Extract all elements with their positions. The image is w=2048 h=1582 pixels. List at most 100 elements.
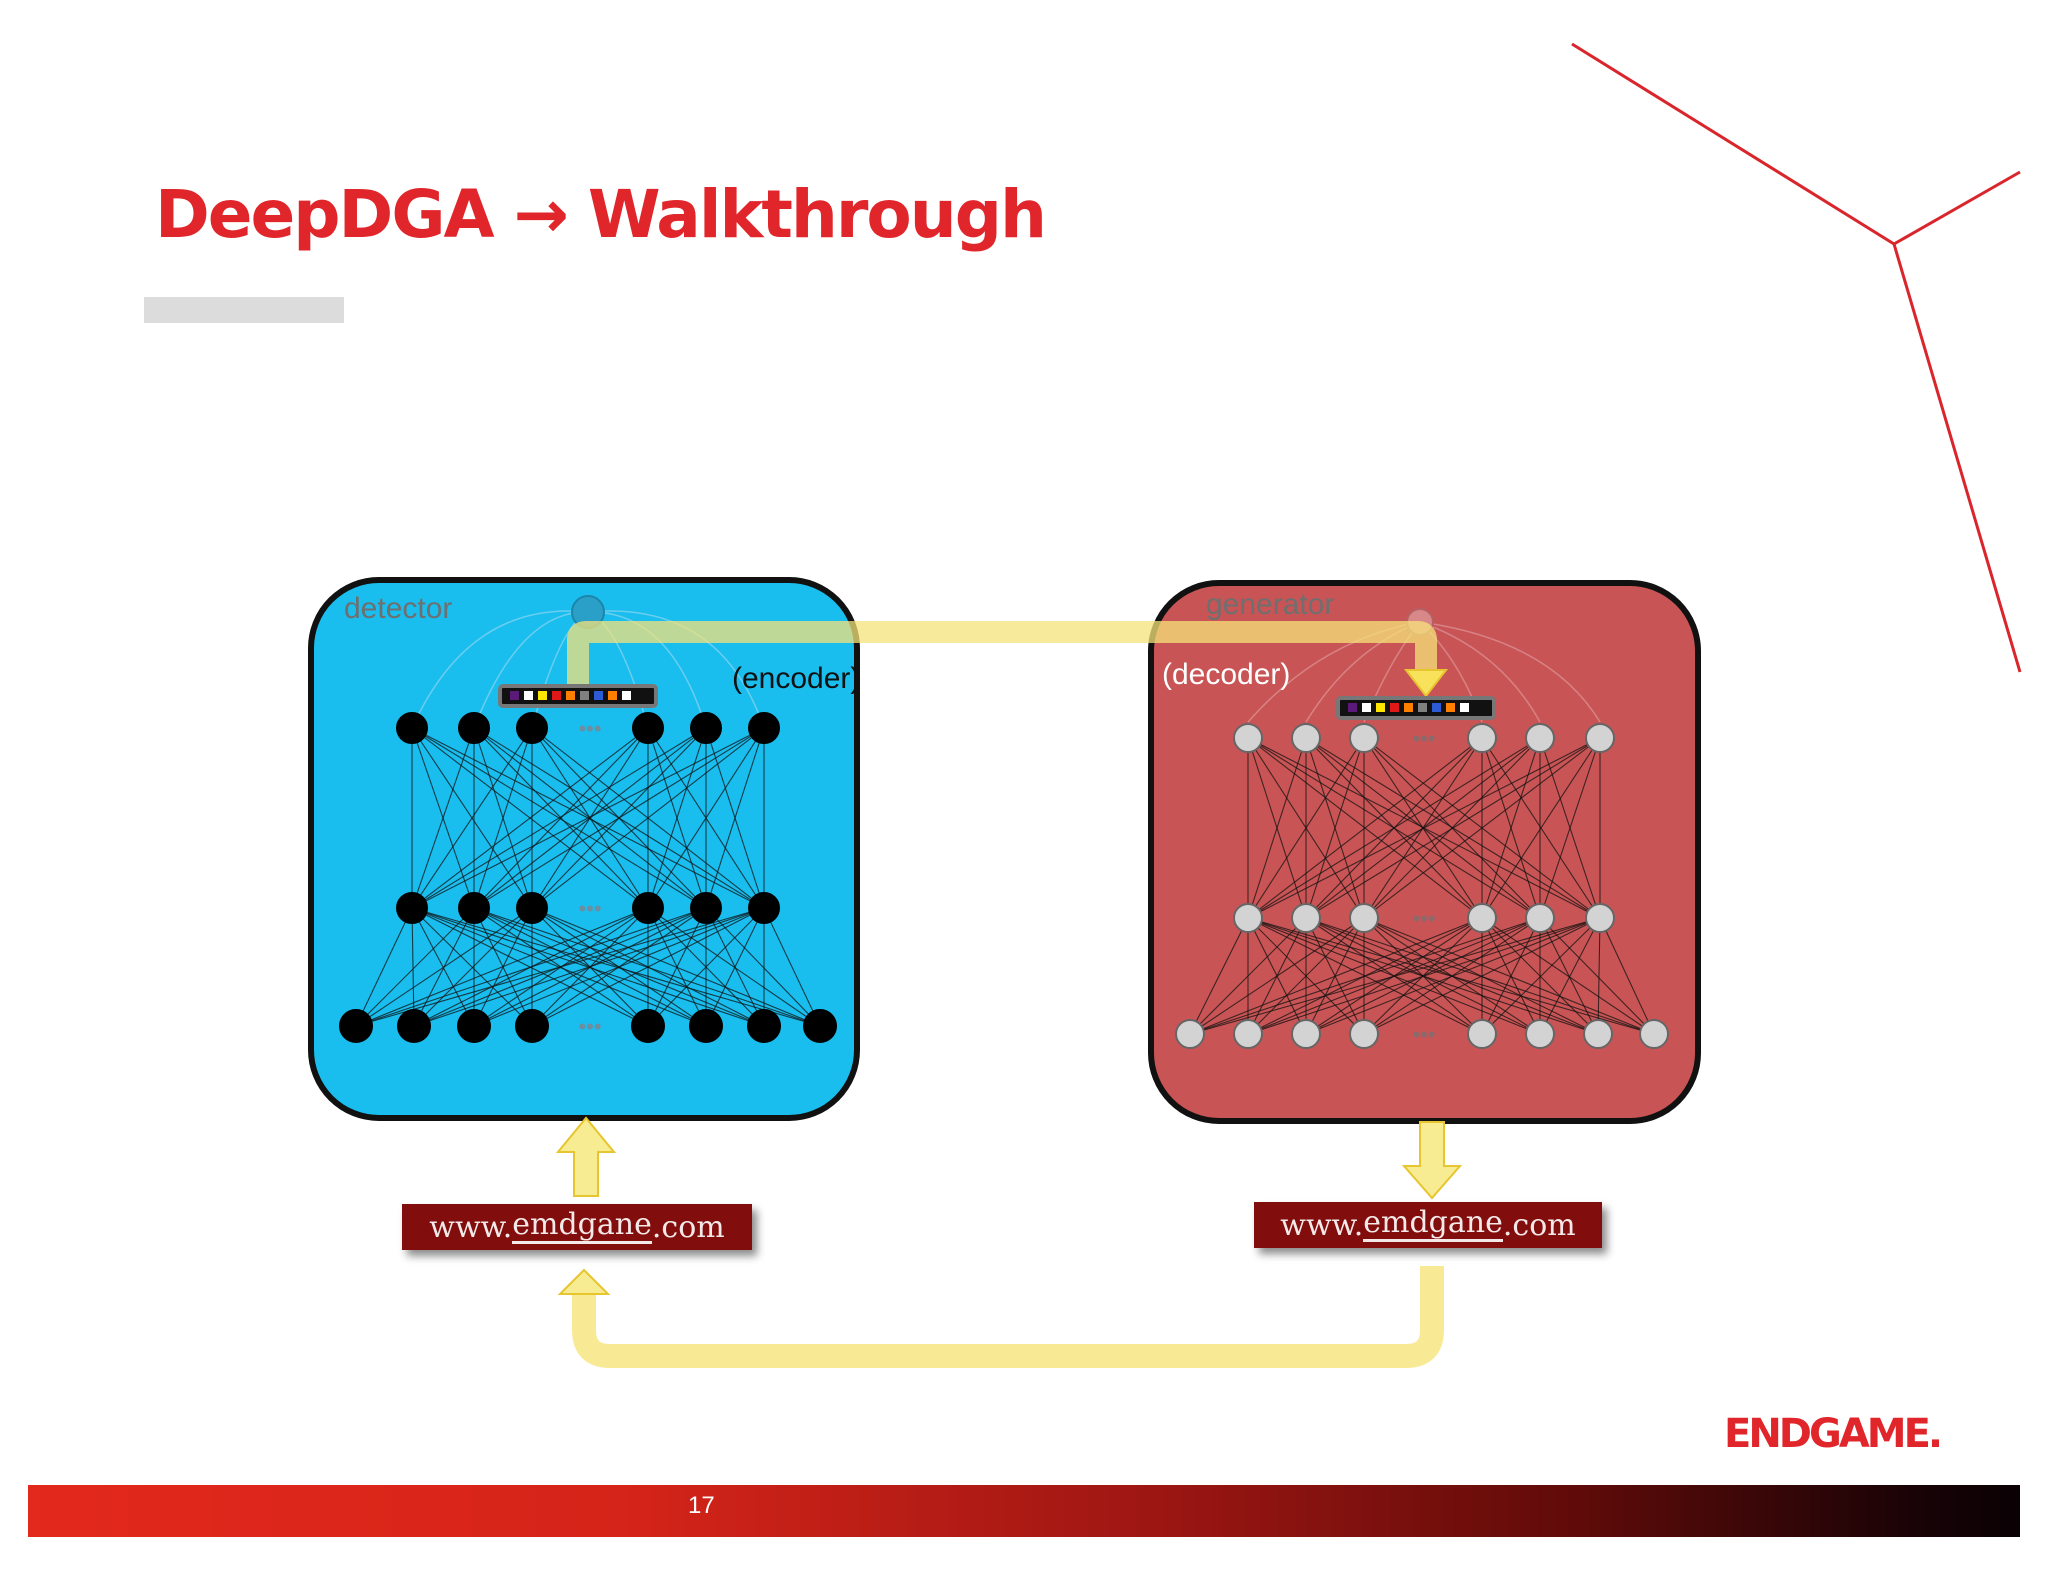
layer-ellipsis: ••• (578, 1014, 601, 1039)
embedding-cell (1376, 703, 1385, 712)
network-edge (411, 727, 649, 909)
network-node (748, 712, 780, 744)
network-edge (763, 907, 821, 1027)
network-node (339, 1009, 373, 1043)
network-node (1291, 903, 1321, 933)
network-node (1233, 1019, 1263, 1049)
gan-diagram: ••• ••• ••• ••• ••• ••• (308, 577, 1701, 1368)
bottom-loop-arrowhead (557, 1268, 611, 1295)
embedding-cell (1404, 703, 1413, 712)
network-edge (413, 907, 533, 1027)
network-node (458, 892, 490, 924)
network-edge (1247, 737, 1483, 919)
embedding-cell (1446, 703, 1455, 712)
network-edge (473, 727, 649, 909)
network-edge (1189, 917, 1365, 1035)
network-edge (647, 727, 765, 909)
detector-network: ••• ••• ••• (339, 712, 837, 1043)
detector-embedding-strip (498, 684, 658, 708)
network-node (1175, 1019, 1205, 1049)
network-edge (473, 727, 765, 909)
detector-label: detector (344, 592, 453, 625)
network-node (690, 892, 722, 924)
output-url-domain: emdgane (1363, 1205, 1503, 1242)
input-url-suffix: .com (651, 1209, 725, 1245)
network-node (1467, 903, 1497, 933)
output-url-prefix: www. (1280, 1207, 1364, 1243)
network-node (747, 1009, 781, 1043)
layer-ellipsis: ••• (1412, 1022, 1435, 1047)
network-edge (1599, 917, 1655, 1035)
network-edge (1539, 917, 1601, 1035)
decoder-label: (decoder) (1162, 658, 1291, 691)
network-node (1349, 723, 1379, 753)
network-node (1467, 723, 1497, 753)
network-edge (705, 907, 765, 1027)
embedding-cell (608, 691, 617, 700)
network-edge (1247, 917, 1601, 1035)
network-edge (1189, 917, 1541, 1035)
embedding-cell (566, 691, 575, 700)
network-edge (355, 907, 707, 1027)
network-edge (531, 907, 821, 1027)
network-edge (355, 907, 475, 1027)
endgame-logo: ENDGAME. (1724, 1411, 1943, 1457)
layer-ellipsis: ••• (1412, 726, 1435, 751)
top-flow-arrowhead (1403, 669, 1449, 698)
network-edge (1363, 917, 1601, 1035)
network-node (1525, 903, 1555, 933)
network-edge (531, 727, 765, 909)
network-node (803, 1009, 837, 1043)
network-edge (473, 727, 533, 909)
network-node (689, 1009, 723, 1043)
network-edge (473, 727, 707, 909)
network-edge (531, 907, 765, 1027)
network-node (631, 1009, 665, 1043)
network-node (1349, 903, 1379, 933)
network-node (458, 712, 490, 744)
network-edge (1189, 917, 1483, 1035)
network-node (457, 1009, 491, 1043)
network-edge (1189, 917, 1601, 1035)
network-edge (1305, 737, 1601, 919)
generator-label: generator (1206, 588, 1335, 621)
embedding-strip-bg (1336, 696, 1496, 720)
network-edge (1189, 917, 1249, 1035)
network-node (397, 1009, 431, 1043)
network-edge (1363, 917, 1655, 1035)
embedding-cell (1418, 703, 1427, 712)
layer-ellipsis: ••• (1412, 906, 1435, 931)
embedding-cell (580, 691, 589, 700)
network-edge (1247, 737, 1601, 919)
embedding-strip-bg (498, 684, 658, 708)
network-edge (413, 907, 765, 1027)
page-number: 17 (688, 1492, 715, 1519)
layer-ellipsis: ••• (578, 896, 601, 921)
network-node (1585, 903, 1615, 933)
generated-domain-box: www.emdgane.com (1254, 1202, 1602, 1248)
network-node (396, 712, 428, 744)
network-node (396, 892, 428, 924)
network-node (1467, 1019, 1497, 1049)
embedding-cell (552, 691, 561, 700)
footer-bar (28, 1485, 2020, 1537)
network-node (516, 712, 548, 744)
network-edge (1247, 737, 1307, 919)
network-edge (1481, 737, 1601, 919)
generator-output-arrow (1401, 1121, 1463, 1200)
network-edge (1597, 917, 1601, 1035)
embedding-cell (524, 691, 533, 700)
network-node (1349, 1019, 1379, 1049)
network-edge (355, 907, 413, 1027)
network-node (632, 712, 664, 744)
embedding-cell (1460, 703, 1469, 712)
network-node (516, 892, 548, 924)
corner-decoration (1571, 42, 2022, 673)
embedding-cell (594, 691, 603, 700)
network-edge (1481, 737, 1541, 919)
layer-ellipsis: ••• (578, 716, 601, 741)
network-edge (1481, 917, 1601, 1035)
input-url-prefix: www. (429, 1209, 513, 1245)
embedding-cell (1348, 703, 1357, 712)
network-edge (411, 727, 533, 909)
